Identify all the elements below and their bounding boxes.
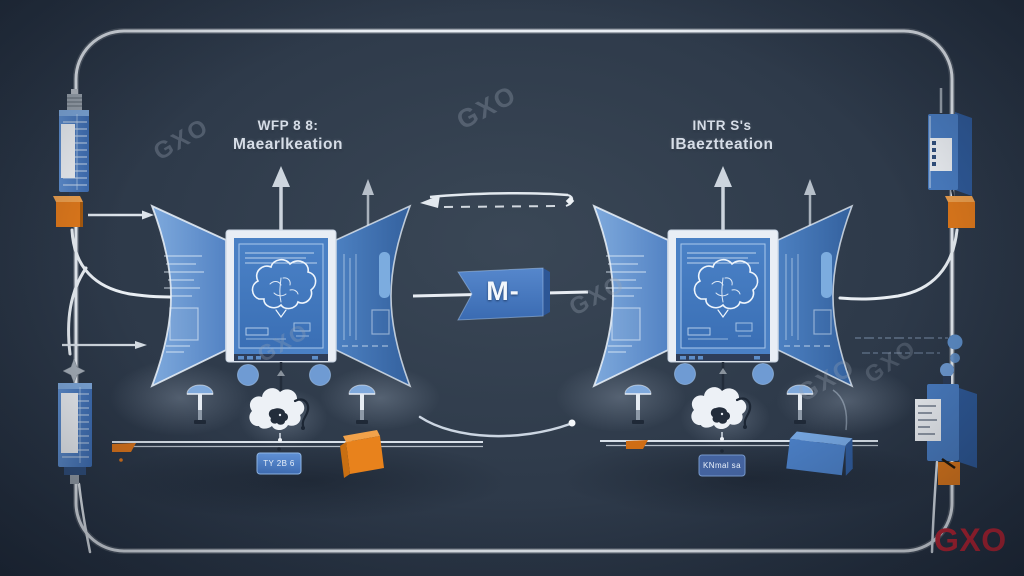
- arrow-left-top: [88, 210, 154, 220]
- wire-bottom-left-down: [77, 482, 92, 554]
- wire-left-top-to-machine: [70, 228, 178, 299]
- orange-cube-bottom-right: [938, 462, 960, 485]
- link-marker-left: [277, 370, 285, 376]
- cloud-unit-left: [248, 387, 310, 445]
- up-arrow-large-right: [714, 166, 732, 232]
- floating-dots: [237, 363, 774, 386]
- chip-left: [256, 447, 302, 475]
- left-title-line1: WFP 8 8:: [257, 118, 319, 133]
- rail-orange-tab-left: [112, 443, 136, 452]
- right-title-line2: IBaeztteation: [670, 136, 774, 154]
- module-bottom-right: [915, 363, 977, 485]
- wire-bottom-right-down: [930, 460, 939, 554]
- star-cap-icon: [62, 358, 86, 384]
- orange-cube-top-left: [56, 202, 83, 227]
- rails: [112, 440, 878, 448]
- rail-orange-tab-right: [626, 440, 648, 449]
- right-machine-title: INTR S's IBaeztteation: [612, 117, 832, 156]
- side-dot-small: [950, 353, 960, 363]
- sagging-cable: [418, 415, 576, 438]
- module-top-right: [928, 88, 975, 228]
- wire-right-faint: [832, 389, 848, 431]
- side-dot-large: [947, 334, 963, 350]
- rail-orange-dot-left: [119, 458, 123, 462]
- stand-left-2: [348, 384, 376, 425]
- dashed-notes: [855, 337, 948, 354]
- up-arrow-large-left: [272, 166, 290, 232]
- cloud-unit-right: [690, 386, 752, 444]
- syringe-top-left: [53, 89, 89, 227]
- m-banner: [457, 267, 550, 321]
- orange-block: [340, 430, 384, 478]
- syringe-label-2: [61, 393, 78, 453]
- left-machine-title: WFP 8 8: Maearlkeation: [178, 117, 398, 156]
- up-arrow-small-left: [362, 179, 374, 226]
- orange-cube-top-right: [948, 202, 975, 228]
- wire-right-top-to-machine: [838, 228, 959, 301]
- right-title-line1: INTR S's: [692, 118, 752, 133]
- m-banner-label: M-: [486, 276, 520, 306]
- chip-right: [698, 449, 746, 477]
- machine-bottom-links: [279, 362, 725, 399]
- blue-block: [786, 431, 853, 476]
- arrow-left-bottom: [62, 341, 147, 349]
- chip-right-label: KNmal sa: [703, 461, 741, 470]
- stand-left-1: [186, 384, 214, 425]
- up-arrow-small-right: [804, 179, 816, 226]
- link-marker-right: [719, 368, 727, 374]
- chip-left-label: TY 2B 6: [263, 459, 295, 468]
- syringe-bottom-left: [58, 358, 92, 484]
- machine-right: [593, 205, 853, 387]
- syringe-label: [61, 124, 75, 178]
- double-headed-arrow-icon: [420, 192, 575, 208]
- stand-right-1: [624, 384, 652, 425]
- left-title-line2: Maearlkeation: [233, 136, 343, 154]
- brand-logo-gxo: GXO: [934, 522, 1007, 558]
